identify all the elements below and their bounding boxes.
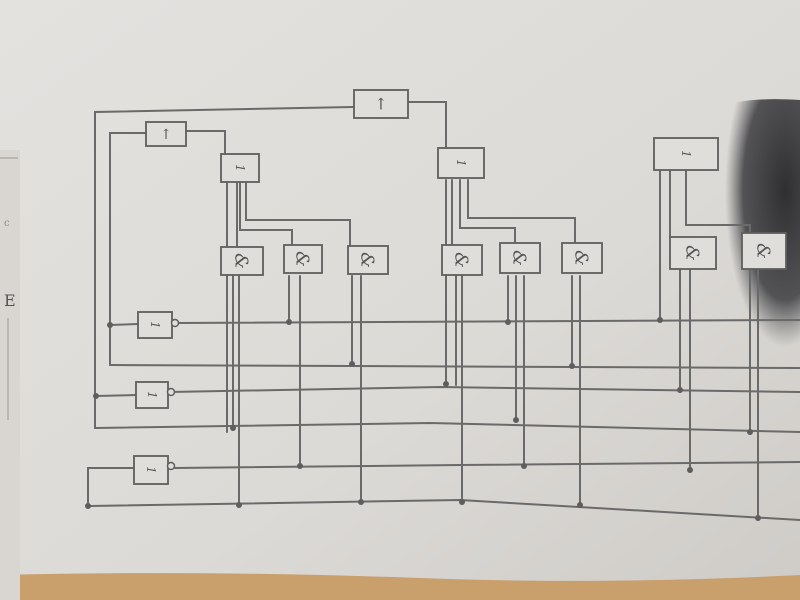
bus-b-inv [94, 421, 800, 433]
decoder-1-label: 1 [233, 164, 247, 172]
junction-dot [755, 515, 761, 521]
svg-text:E: E [4, 291, 16, 310]
decoder-3-label: 1 [679, 150, 693, 158]
not-bubble-c [166, 461, 176, 471]
and-gate-7: & [669, 236, 717, 270]
and-gate-1: & [220, 246, 264, 276]
and-gate-7-label: & [682, 245, 703, 261]
enable-box-mid-label: ↑ [160, 127, 172, 143]
and-gate-8: & [741, 232, 787, 270]
paper-sheet [0, 0, 800, 581]
decoder-3: 1 [653, 137, 719, 171]
not-gate-b-label: 1 [145, 391, 159, 399]
junction-dot [230, 425, 236, 431]
junction-dot [443, 381, 449, 387]
not-gate-b: 1 [135, 381, 169, 409]
junction-dot [687, 467, 693, 473]
junction-dot [577, 502, 583, 508]
enable-box-top: ↑ [353, 89, 409, 119]
junction-dot [93, 393, 99, 399]
d3-b [685, 169, 751, 233]
and-gate-6-label: & [571, 250, 592, 266]
d1-c [245, 179, 351, 248]
and-gate-1-label: & [231, 253, 252, 269]
junction-dot [236, 502, 242, 508]
junction-dot [657, 317, 663, 323]
and-gate-5-label: & [509, 250, 530, 266]
junction-dot [286, 319, 292, 325]
bus-c [174, 461, 800, 469]
in-c [87, 467, 135, 507]
not-bubble-a [170, 318, 180, 328]
junction-dot [521, 463, 527, 469]
decoder-2-label: 1 [454, 159, 468, 167]
junction-dot [677, 387, 683, 393]
junction-dot [747, 429, 753, 435]
and-gate-2: & [283, 244, 323, 274]
and-gate-3: & [347, 245, 389, 275]
and-gate-6: & [561, 242, 603, 274]
not-gate-c: 1 [133, 455, 169, 485]
decoder-2: 1 [437, 147, 485, 179]
not-gate-a-label: 1 [148, 321, 162, 329]
paper-underlay [0, 150, 20, 600]
not-bubble-b [166, 387, 176, 397]
feed-mid [109, 132, 147, 366]
and-gate-4: & [441, 244, 483, 276]
junction-dot [459, 499, 465, 505]
junction-dot [297, 463, 303, 469]
junction-dot [107, 322, 113, 328]
enable-box-mid: ↑ [145, 121, 187, 147]
in-b [95, 394, 137, 397]
svg-text:c: c [4, 218, 10, 229]
d2-b [459, 179, 516, 248]
not-gate-c-label: 1 [144, 466, 158, 474]
and-gate-5: & [499, 242, 541, 274]
and-gate-3-label: & [357, 252, 378, 268]
feed-top [94, 106, 354, 429]
junction-dot [358, 499, 364, 505]
junction-dots [85, 317, 761, 521]
and-gate-8-label: & [753, 243, 774, 259]
junction-dot [349, 361, 355, 367]
junction-dot [505, 319, 511, 325]
decoder-1: 1 [220, 153, 260, 183]
gates: ↑ ↑ 1 1 1 & & & & & & & & 1 1 1 [133, 89, 787, 485]
and-gate-2-label: & [292, 251, 313, 267]
in-a [109, 323, 139, 326]
mid-out [185, 130, 226, 159]
enable-box-top-label: ↑ [374, 95, 387, 114]
junction-dot [85, 503, 91, 509]
top-out [407, 101, 447, 151]
and-gate-4-label: & [451, 252, 472, 268]
not-gate-a: 1 [137, 311, 173, 339]
d1-b [239, 179, 293, 248]
junction-dot [513, 417, 519, 423]
bus-a [174, 319, 800, 324]
junction-dot [569, 363, 575, 369]
d2-c [467, 179, 576, 248]
